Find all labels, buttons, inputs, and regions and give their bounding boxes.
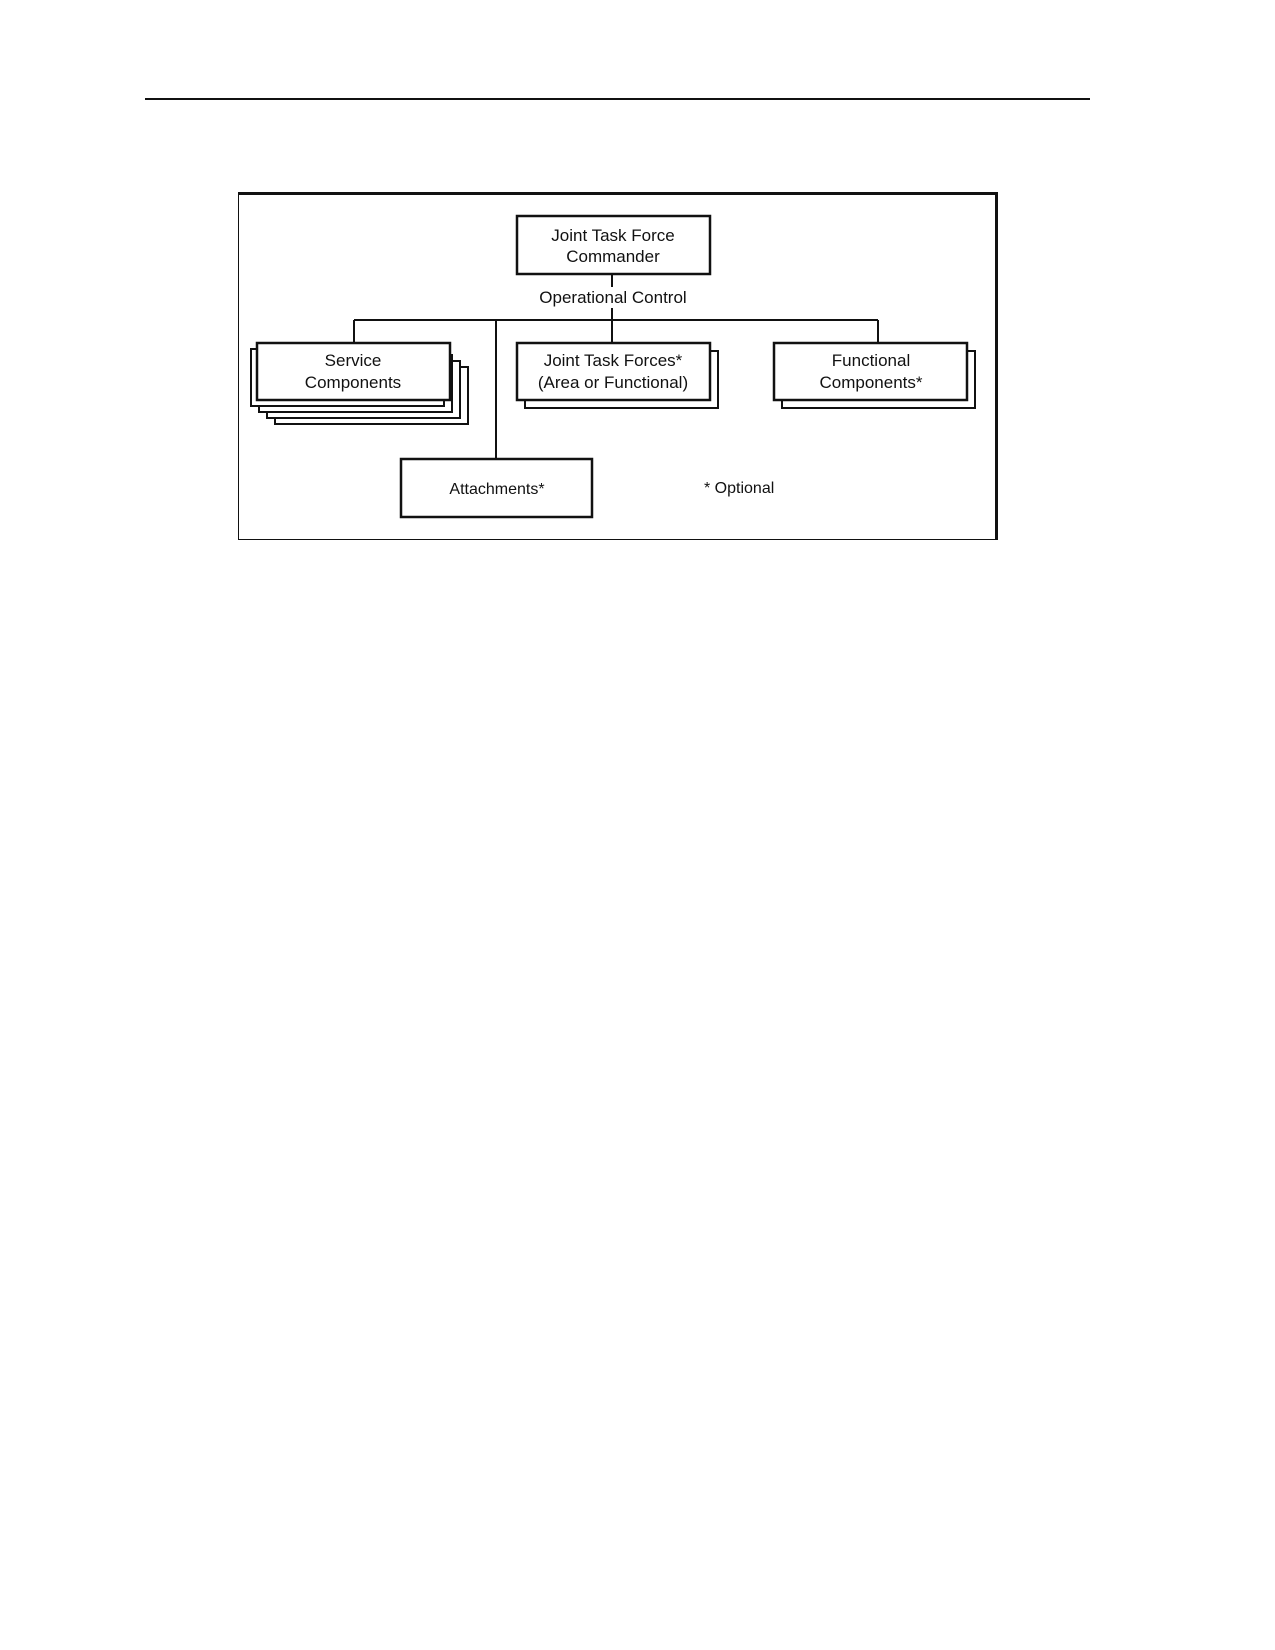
- commander-label-line2: Commander: [566, 247, 660, 266]
- attachments-label: Attachments*: [449, 481, 544, 498]
- optional-legend: * Optional: [704, 480, 774, 497]
- functional-components-box: Functional Components*: [772, 341, 976, 409]
- commander-box: Joint Task Force Commander: [515, 214, 712, 276]
- commander-label-line1: Joint Task Force: [551, 226, 674, 245]
- functional-components-line1: Functional: [832, 351, 910, 370]
- operational-control-label: Operational Control: [539, 288, 686, 307]
- service-components-line1: Service: [325, 351, 382, 370]
- functional-components-line2: Components*: [819, 373, 922, 392]
- joint-task-forces-box: Joint Task Forces* (Area or Functional): [515, 341, 719, 409]
- attachments-box: Attachments*: [399, 457, 594, 519]
- service-components-line2: Components: [305, 373, 401, 392]
- header-rule: [145, 98, 1090, 100]
- connector-lines: [353, 275, 879, 458]
- joint-task-forces-line1: Joint Task Forces*: [544, 351, 683, 370]
- joint-task-forces-line2: (Area or Functional): [538, 373, 688, 392]
- service-components-box: Service Components: [250, 341, 469, 425]
